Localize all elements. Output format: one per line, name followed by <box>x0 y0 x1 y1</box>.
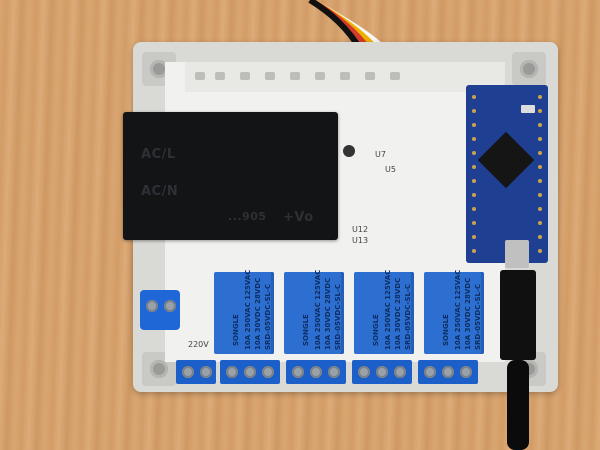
header-pin <box>538 109 542 113</box>
header-pin <box>472 123 476 127</box>
header-pin <box>240 72 250 80</box>
relay-rating: 10A 30VDC 28VDC <box>394 277 402 350</box>
header-pin <box>538 165 542 169</box>
pcb-label: U5 <box>385 165 396 174</box>
capacitor <box>343 145 355 157</box>
relay-brand: SONGLE <box>232 314 240 346</box>
header-pin <box>538 235 542 239</box>
relay-brand: SONGLE <box>302 314 310 346</box>
screw-icon <box>164 300 176 312</box>
header-pin <box>195 72 205 80</box>
screw-icon <box>442 366 454 378</box>
relay-rating: 10A 250VAC 125VAC <box>384 269 392 350</box>
relay-rating: 10A 250VAC 125VAC <box>314 269 322 350</box>
relay-rating: 10A 30VDC 28VDC <box>324 277 332 350</box>
screw-icon <box>310 366 322 378</box>
screw-icon <box>376 366 388 378</box>
header-pin <box>472 193 476 197</box>
relay-model: SRD-05VDC-SL-C <box>404 284 412 350</box>
arduino-nano-board <box>466 85 548 263</box>
header-pin <box>365 72 375 80</box>
header-pin <box>315 72 325 80</box>
header-pin <box>538 137 542 141</box>
header-pin <box>265 72 275 80</box>
relay-model: SRD-05VDC-SL-C <box>264 284 272 350</box>
relay-model: SRD-05VDC-SL-C <box>334 284 342 350</box>
header-pin <box>472 235 476 239</box>
pcb-label: U7 <box>375 150 386 159</box>
relay-brand: SONGLE <box>442 314 450 346</box>
relay-rating: 10A 250VAC 125VAC <box>244 269 252 350</box>
pcb-label: U13 <box>352 236 369 245</box>
header-pin <box>290 72 300 80</box>
screw-icon <box>244 366 256 378</box>
header-pin <box>538 179 542 183</box>
header-pin <box>472 165 476 169</box>
mount-hole-top-right <box>512 52 546 86</box>
pcb-label: 220V <box>188 340 209 349</box>
header-pin <box>472 221 476 225</box>
pcb-label: U12 <box>352 225 369 234</box>
header-pin <box>472 207 476 211</box>
screw-icon <box>292 366 304 378</box>
relay-2: SONGLE 10A 250VAC 125VAC 10A 30VDC 28VDC… <box>284 269 344 354</box>
relay-rating: 10A 30VDC 28VDC <box>254 277 262 350</box>
module-label-acn: AC/N <box>141 184 179 199</box>
module-label-vo: +Vo <box>283 210 314 225</box>
relay-rating: 10A 30VDC 28VDC <box>464 277 472 350</box>
usb-connector-metal <box>505 240 529 268</box>
header-pin <box>538 221 542 225</box>
header-pin <box>538 151 542 155</box>
power-module: AC/L AC/N +Vo ...905 <box>123 112 338 240</box>
screw-icon <box>182 366 194 378</box>
screw-icon <box>328 366 340 378</box>
usb-cable <box>507 360 529 450</box>
header-pin <box>215 72 225 80</box>
screw-icon <box>394 366 406 378</box>
module-model-text: ...905 <box>228 210 267 223</box>
reset-button-icon <box>521 105 535 113</box>
screw-icon <box>200 366 212 378</box>
header-pin <box>472 95 476 99</box>
screw-icon <box>146 300 158 312</box>
screw-icon <box>358 366 370 378</box>
header-pin <box>390 72 400 80</box>
header-pin <box>472 137 476 141</box>
header-pin <box>472 249 476 253</box>
screw-icon <box>460 366 472 378</box>
module-label-acl: AC/L <box>141 147 176 162</box>
usb-plug <box>500 270 536 360</box>
microcontroller-chip <box>477 131 535 189</box>
header-pin <box>538 123 542 127</box>
screw-icon <box>262 366 274 378</box>
screw-icon <box>424 366 436 378</box>
relay-4: SONGLE 10A 250VAC 125VAC 10A 30VDC 28VDC… <box>424 269 484 354</box>
relay-3: SONGLE 10A 250VAC 125VAC 10A 30VDC 28VDC… <box>354 269 414 354</box>
relay-1: SONGLE 10A 250VAC 125VAC 10A 30VDC 28VDC… <box>214 269 274 354</box>
header-pin <box>538 193 542 197</box>
header-pin <box>472 151 476 155</box>
header-pin <box>538 249 542 253</box>
header-pin <box>472 179 476 183</box>
header-pin <box>340 72 350 80</box>
screw-icon <box>226 366 238 378</box>
relay-rating: 10A 250VAC 125VAC <box>454 269 462 350</box>
relay-model: SRD-05VDC-SL-C <box>474 284 482 350</box>
header-pin <box>538 207 542 211</box>
relay-brand: SONGLE <box>372 314 380 346</box>
header-pin <box>472 109 476 113</box>
header-pin <box>538 95 542 99</box>
